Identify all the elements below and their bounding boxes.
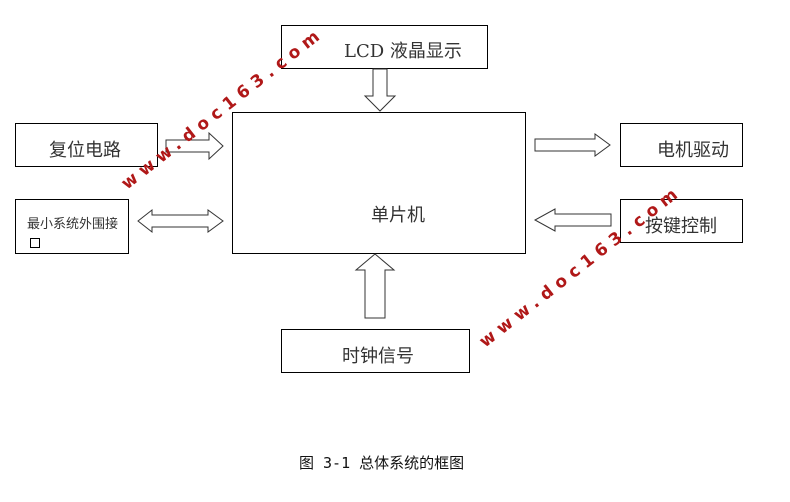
mcu-box: 单片机	[232, 112, 526, 254]
arrow-clock-to-mcu	[354, 253, 396, 319]
arrow-keys-to-mcu	[533, 208, 612, 232]
arrow-mcu-to-motor	[534, 133, 611, 157]
min-system-label: 最小系统外围接	[27, 217, 119, 232]
arrow-reset-to-mcu	[165, 131, 224, 161]
mcu-label: 单片机	[371, 205, 425, 226]
motor-label: 电机驱动	[657, 140, 729, 161]
lcd-label: LCD 液晶显示	[344, 41, 462, 62]
clock-label: 时钟信号	[342, 346, 414, 367]
lcd-box: LCD 液晶显示	[281, 25, 488, 69]
min-system-box: 最小系统外围接	[15, 199, 129, 254]
reset-label: 复位电路	[49, 140, 121, 161]
arrow-min-system-bidirectional	[137, 208, 224, 234]
keys-box: 按键控制	[620, 199, 743, 243]
motor-box: 电机驱动	[620, 123, 743, 167]
reset-box: 复位电路	[15, 123, 158, 167]
arrow-lcd-to-mcu	[363, 68, 397, 112]
placeholder-square-icon	[30, 238, 40, 248]
clock-box: 时钟信号	[281, 329, 470, 373]
keys-label: 按键控制	[645, 216, 717, 237]
figure-caption: 图 3-1 总体系统的框图	[299, 454, 465, 472]
